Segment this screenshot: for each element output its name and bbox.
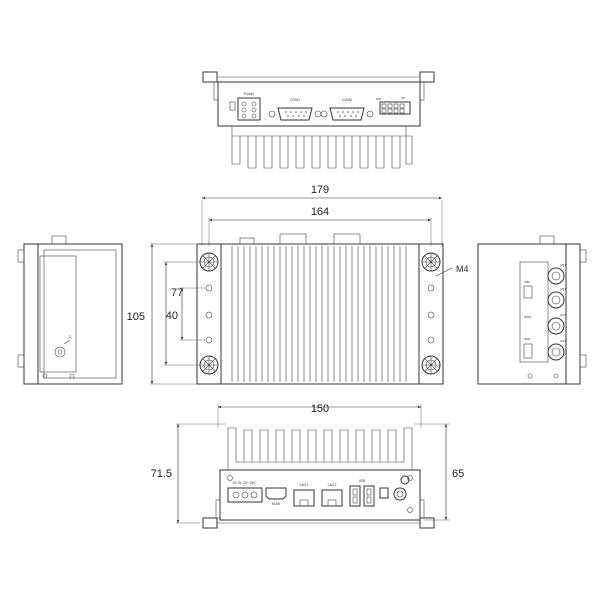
hdmi-port-icon [265,487,287,500]
com2-label: COM2 [342,98,352,102]
dim-150: 150 [217,403,422,428]
right-side-body [477,243,567,385]
heatsink-fins [231,246,407,382]
usb-label: USB [359,479,366,483]
io-label: I/O [401,96,406,100]
dim-71-5-label: 71.5 [151,468,172,480]
power-connector-icon [237,97,261,121]
dim-150-label: 150 [311,403,329,415]
dim-164-label: 164 [311,206,329,218]
hdmi-label: HDMI [272,502,280,506]
reset-button-icon [379,487,389,499]
antenna-label-2: ANT [560,287,566,291]
dim-179-label: 179 [311,184,329,196]
antenna-label-4: ANT [560,339,566,343]
dio-label: DIO [376,97,382,101]
top-left-ear [202,71,218,83]
ground-icon [68,335,72,339]
front-view: DC IN 12V~24V HDMI LAN 1 LAN 2 USB [202,427,435,529]
dc-in-label: DC IN 12V~24V [233,481,257,485]
dim-40: 40 [166,287,205,341]
dim-105-label: 105 [127,311,145,323]
top-view-fins [231,126,413,169]
dim-65: 65 [414,423,464,521]
front-view-fins [227,427,413,470]
io-window [519,261,549,363]
top-view-panel [217,81,421,127]
top-right-ear [419,71,435,83]
dim-40-label: 40 [166,310,178,322]
lan1-port-icon [293,489,315,507]
dim-77: 77 [164,261,200,366]
power-button-icon [393,487,407,501]
dim-77-label: 77 [171,287,183,299]
usb-port-icon-2 [363,485,375,507]
ground-screw-icon [54,346,66,358]
lan2-port-icon [321,489,343,507]
dim-105: 105 [127,243,196,385]
dc-in-connector-icon [227,487,263,503]
com2-port-icon [329,107,365,121]
screw-icon-bottom-left [199,355,219,375]
m4-label: M4 [456,264,469,274]
power-led-label: PWR [524,315,532,319]
wifi-label: WiFi [524,280,530,284]
heatsink-body [220,243,420,385]
dio-terminal-icon [379,101,411,115]
dim-164: 164 [208,206,432,246]
antenna-ports [547,267,565,361]
lan1-label: LAN 1 [300,483,309,487]
audio-jack-icon [400,475,410,485]
screw-icon-bottom-right [421,355,441,375]
left-side-view [17,235,123,385]
com1-port-icon [277,107,313,121]
usb-port-icon-1 [349,485,361,507]
antenna-icon-4 [547,343,565,361]
dim-65-label: 65 [452,468,464,480]
front-panel [219,469,421,521]
right-side-view: ANT ANT ANT ANT WiFi PWR HDD [477,235,587,385]
hdd-led-label: HDD [524,337,531,341]
left-side-body [37,243,123,385]
com1-label: COM1 [290,98,300,102]
antenna-icon-1 [547,267,565,285]
power-label: Power [244,92,255,96]
antenna-icon-3 [547,317,565,335]
dim-71-5: 71.5 [151,423,226,524]
lan2-label: LAN 2 [328,483,337,487]
antenna-icon-2 [547,291,565,309]
antenna-label-1: ANT [560,263,566,267]
antenna-label-3: ANT [560,313,566,317]
top-view: Power COM1 COM2 DIO I/O [202,71,435,169]
dim-179: 179 [201,184,443,246]
screw-icon-top-right [421,252,441,272]
main-view: M4 [196,233,469,385]
screw-icon-top-left [199,252,219,272]
